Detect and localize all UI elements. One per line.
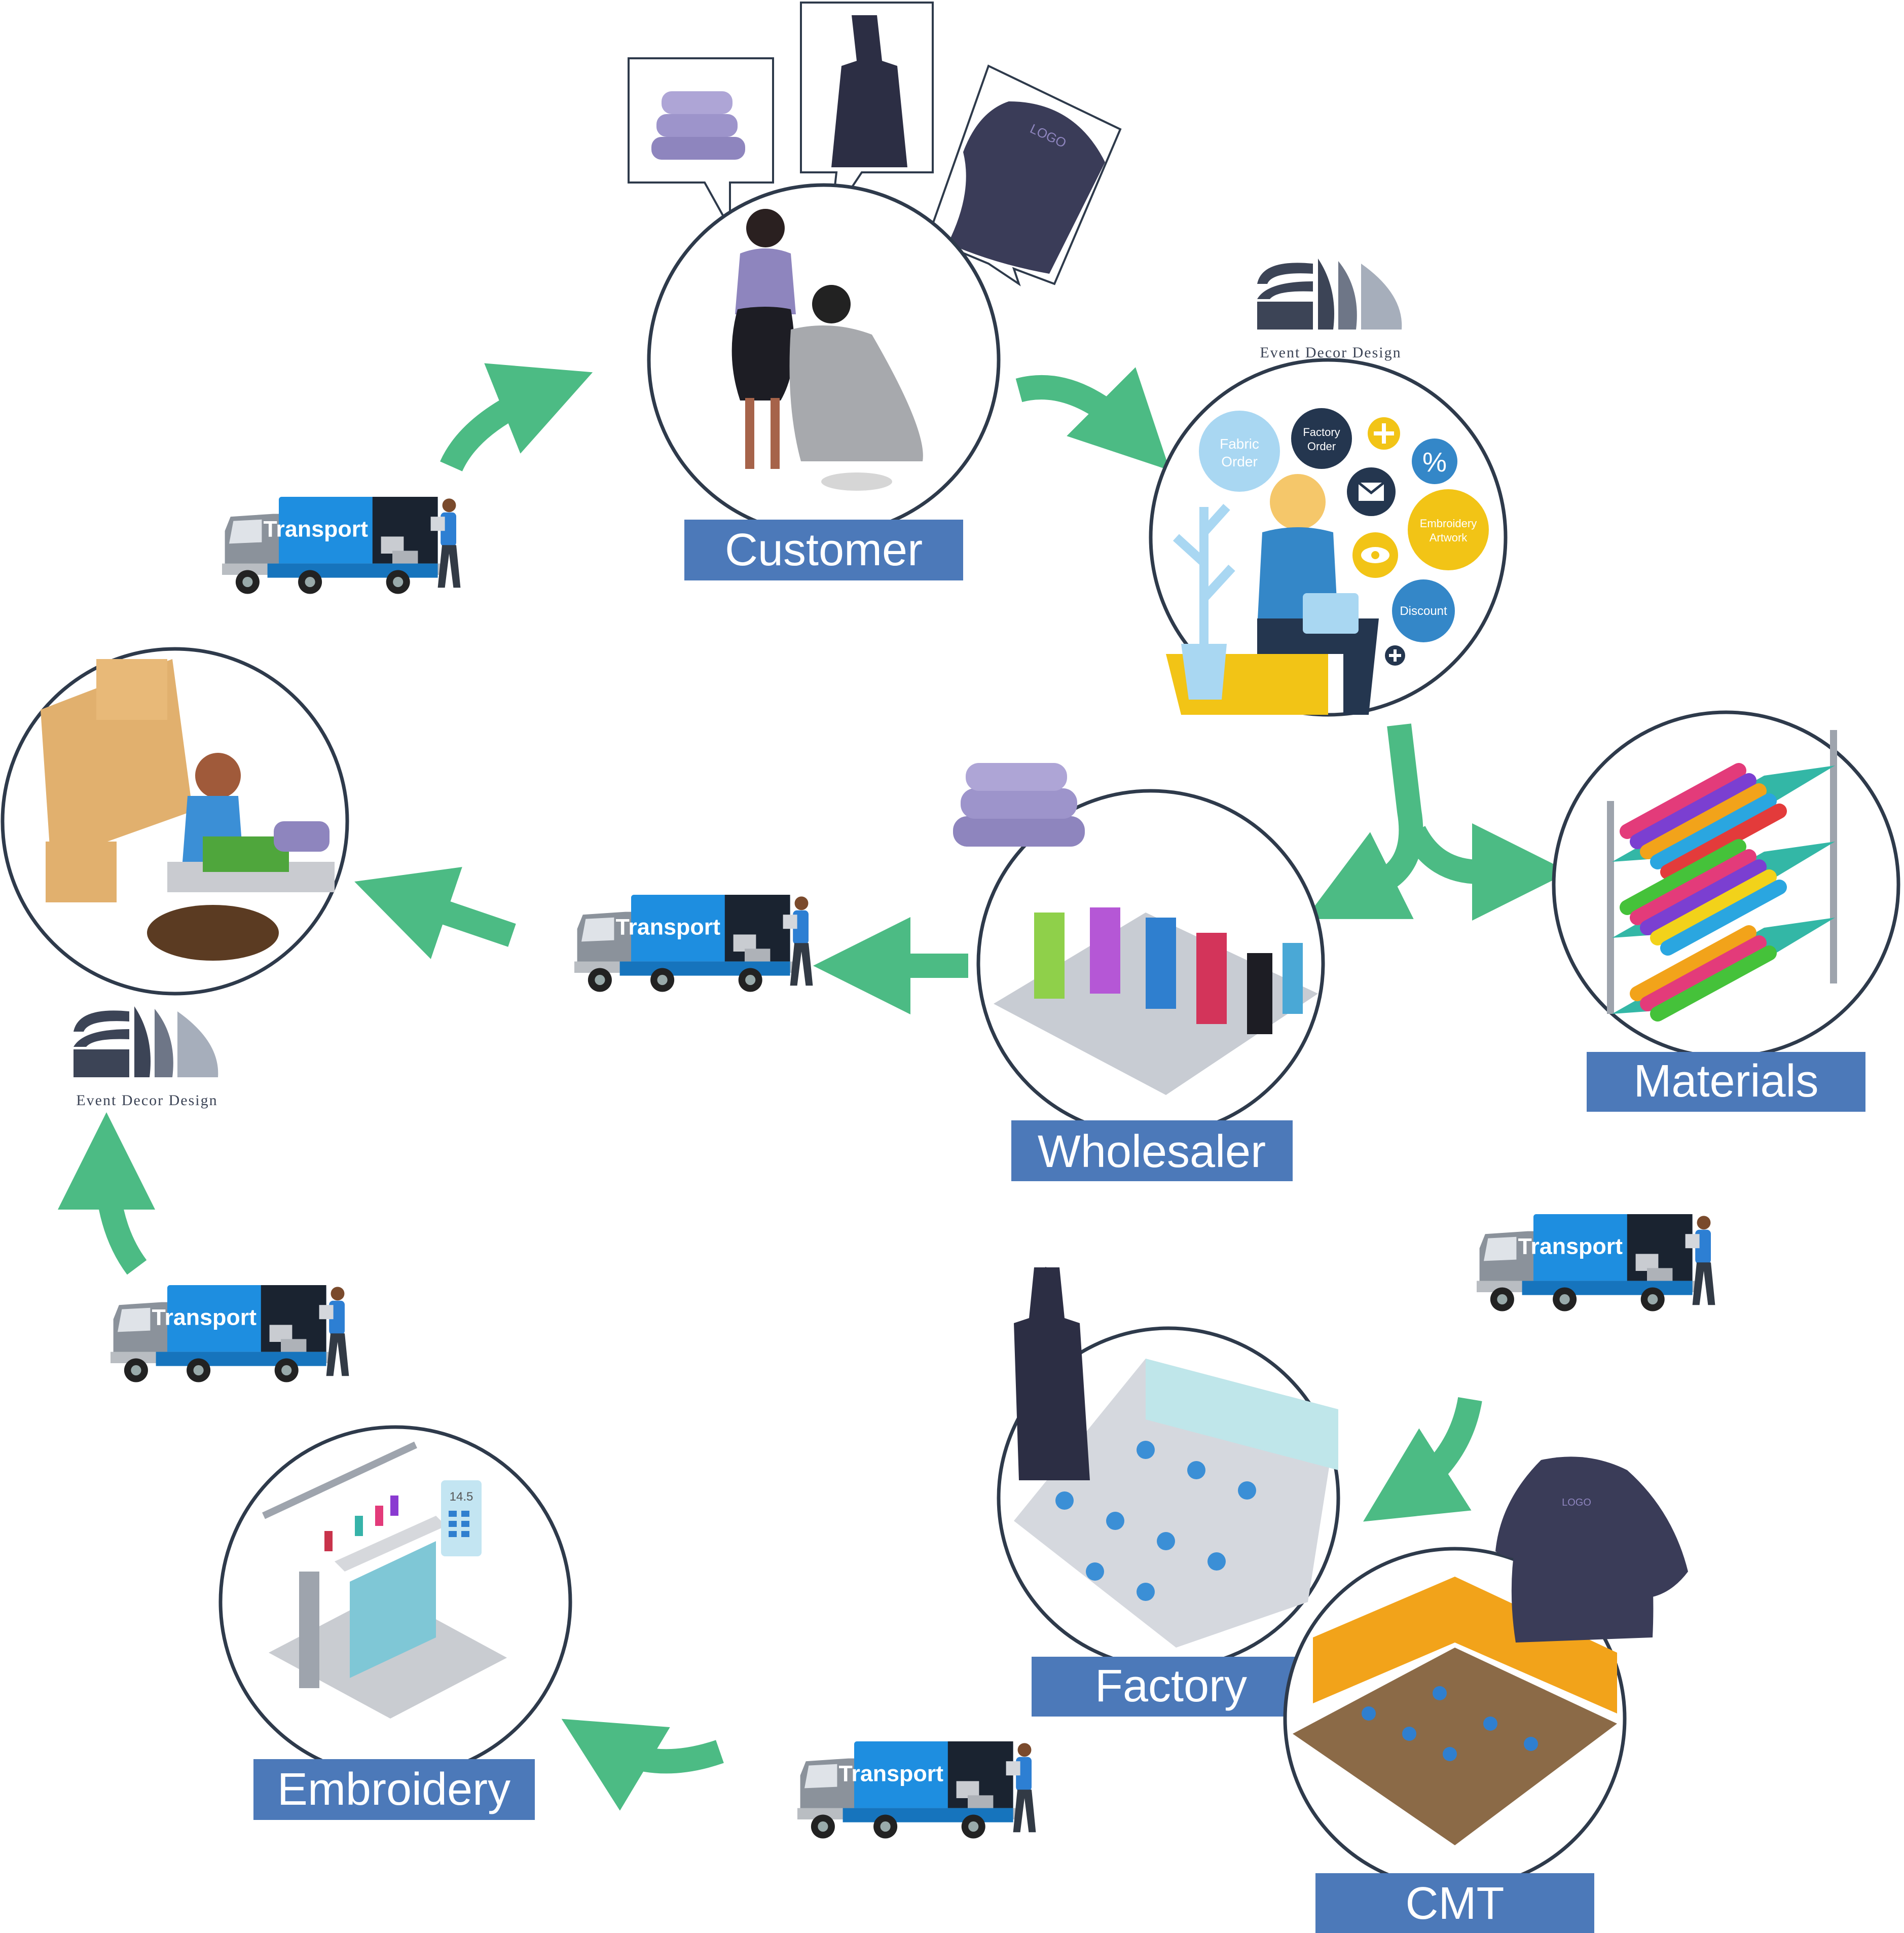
discount-bubble: Discount bbox=[1392, 579, 1455, 642]
customer-label-box bbox=[684, 520, 963, 580]
brand-name-top: Event Decor Design bbox=[1260, 344, 1401, 361]
wholesaler-node: Wholesaler bbox=[953, 763, 1325, 1181]
towel-bubble bbox=[628, 57, 774, 232]
event-decor-logo-top: Event Decor Design bbox=[1257, 259, 1402, 361]
transport-truck-middle: Transport bbox=[574, 895, 813, 992]
svg-text:%: % bbox=[1422, 447, 1447, 478]
discount-text: Discount bbox=[1400, 604, 1447, 618]
plus-icon bbox=[1368, 417, 1400, 450]
arrow-order-to-materials bbox=[1403, 823, 1569, 921]
transport-label-1: Transport bbox=[263, 516, 368, 541]
embroidery-artwork-text-2: Artwork bbox=[1430, 531, 1468, 544]
wholesaler-label-box bbox=[1011, 1120, 1293, 1181]
cmt-node: LOGO CMT bbox=[1283, 1456, 1688, 1933]
cape-bubble: LOGO bbox=[926, 64, 1122, 286]
transport-truck-right: Transport bbox=[1477, 1214, 1715, 1311]
embroidery-node: 14.5 Embroidery bbox=[218, 1425, 572, 1820]
customer-label: Customer bbox=[725, 525, 923, 575]
cape-logo-cmt: LOGO bbox=[1562, 1497, 1591, 1508]
cmt-label-box bbox=[1315, 1873, 1594, 1933]
arrow-customer-to-order bbox=[1015, 367, 1170, 470]
cape-illustration: LOGO bbox=[1495, 1456, 1688, 1643]
transport-label-3: Transport bbox=[1518, 1233, 1623, 1259]
percent-icon: % bbox=[1412, 439, 1457, 484]
eye-icon bbox=[1352, 532, 1398, 578]
factory-illustration bbox=[1014, 1359, 1338, 1648]
materials-label: Materials bbox=[1633, 1056, 1818, 1107]
fabric-rolls-shelf bbox=[1607, 730, 1837, 1022]
factory-label-box bbox=[1032, 1657, 1310, 1717]
transport-label-2: Transport bbox=[615, 914, 720, 939]
embroidery-artwork-text-1: Embroidery bbox=[1420, 517, 1477, 530]
factory-order-text-2: Order bbox=[1307, 440, 1336, 453]
transport-label-5: Transport bbox=[838, 1761, 943, 1786]
fabric-order-text-1: Fabric bbox=[1220, 436, 1259, 452]
mail-icon bbox=[1347, 467, 1396, 516]
factory-order-bubble: Factory Order bbox=[1291, 408, 1352, 469]
transport-truck-bottom: Transport bbox=[797, 1741, 1036, 1839]
factory-order-text-1: Factory bbox=[1303, 426, 1340, 439]
embroidery-artwork-bubble: Embroidery Artwork bbox=[1408, 489, 1489, 570]
fabric-order-text-2: Order bbox=[1221, 454, 1258, 469]
embroidery-label-box bbox=[253, 1759, 535, 1820]
warehouse-illustration bbox=[994, 907, 1318, 1095]
apron-illustration bbox=[1014, 1267, 1090, 1480]
machine-display: 14.5 bbox=[450, 1490, 473, 1504]
factory-label: Factory bbox=[1095, 1661, 1247, 1711]
order-node: Event Decor Design Fabric Order Factory … bbox=[1149, 259, 1508, 717]
materials-label-box bbox=[1587, 1052, 1865, 1112]
arrow-transport-to-embroidery bbox=[561, 1719, 724, 1811]
towels-stack bbox=[953, 763, 1085, 847]
embroidery-label: Embroidery bbox=[277, 1764, 510, 1815]
cmt-illustration bbox=[1293, 1577, 1617, 1845]
order-illustration bbox=[1166, 474, 1379, 715]
wholesaler-label: Wholesaler bbox=[1038, 1126, 1266, 1177]
cmt-label: CMT bbox=[1406, 1878, 1505, 1929]
event-decor-logo-left: Event Decor Design bbox=[74, 1006, 218, 1109]
transport-truck-left: Transport bbox=[111, 1285, 349, 1382]
fabric-order-bubble: Fabric Order bbox=[1199, 411, 1280, 492]
packing-node: Event Decor Design bbox=[1, 647, 349, 1109]
arrow-transport-to-customer bbox=[440, 363, 593, 472]
arrow-order-to-wholesaler bbox=[1305, 723, 1423, 919]
customer-node: LOGO Customer bbox=[628, 2, 1122, 580]
brand-name-left: Event Decor Design bbox=[76, 1092, 217, 1109]
transport-label-4: Transport bbox=[152, 1304, 257, 1330]
packing-illustration bbox=[41, 659, 335, 961]
small-plus-icon bbox=[1385, 645, 1405, 666]
hairdresser-illustration bbox=[731, 209, 923, 491]
factory-node: Factory bbox=[997, 1267, 1340, 1717]
transport-truck-top-left: Transport bbox=[222, 497, 461, 594]
embroidery-machine-illustration: 14.5 bbox=[262, 1441, 507, 1719]
arrow-transport-to-packing bbox=[354, 867, 516, 959]
materials-node: Materials bbox=[1552, 710, 1900, 1112]
arrow-transport-to-packing-up bbox=[58, 1112, 156, 1275]
arrow-transport-to-factory bbox=[1363, 1397, 1482, 1522]
flow-arrows bbox=[58, 363, 1569, 1811]
